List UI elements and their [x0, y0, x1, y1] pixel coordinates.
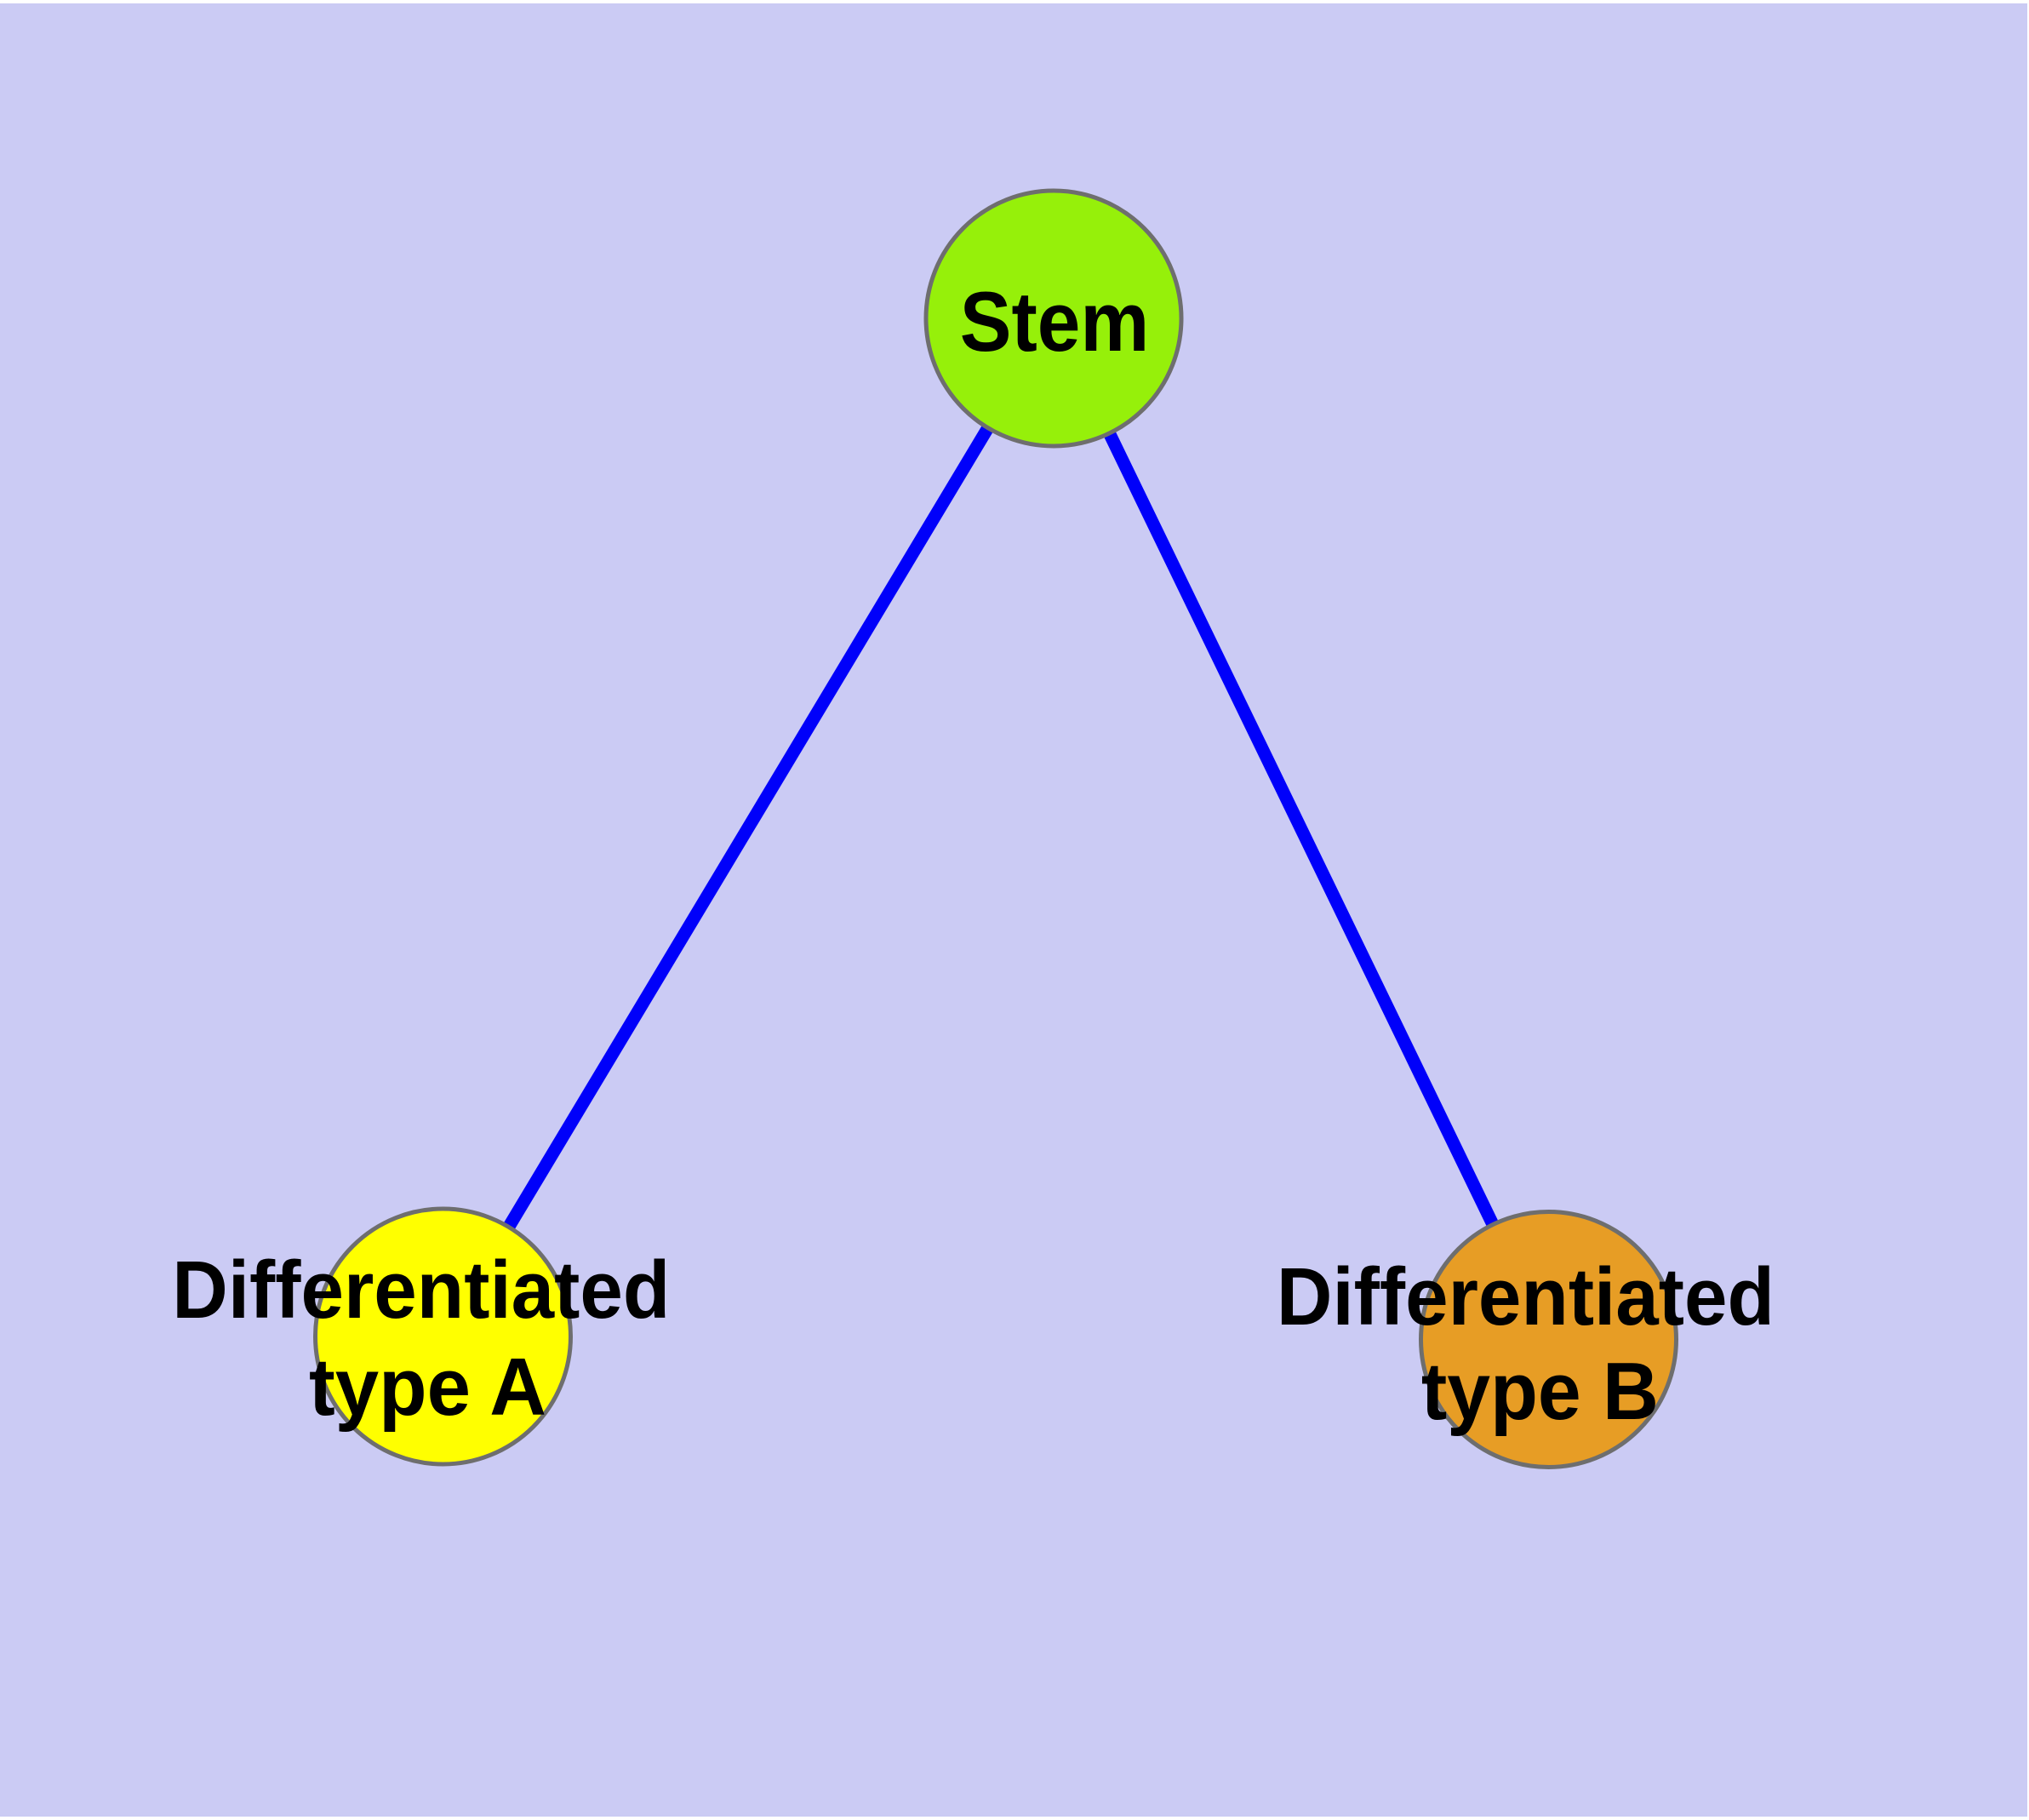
svg-text:Stem: Stem: [960, 274, 1150, 369]
svg-text:type A: type A: [309, 1342, 546, 1433]
svg-text:Differentiated: Differentiated: [1277, 1251, 1775, 1342]
svg-text:Differentiated: Differentiated: [172, 1245, 670, 1336]
svg-text:type B: type B: [1421, 1346, 1659, 1437]
